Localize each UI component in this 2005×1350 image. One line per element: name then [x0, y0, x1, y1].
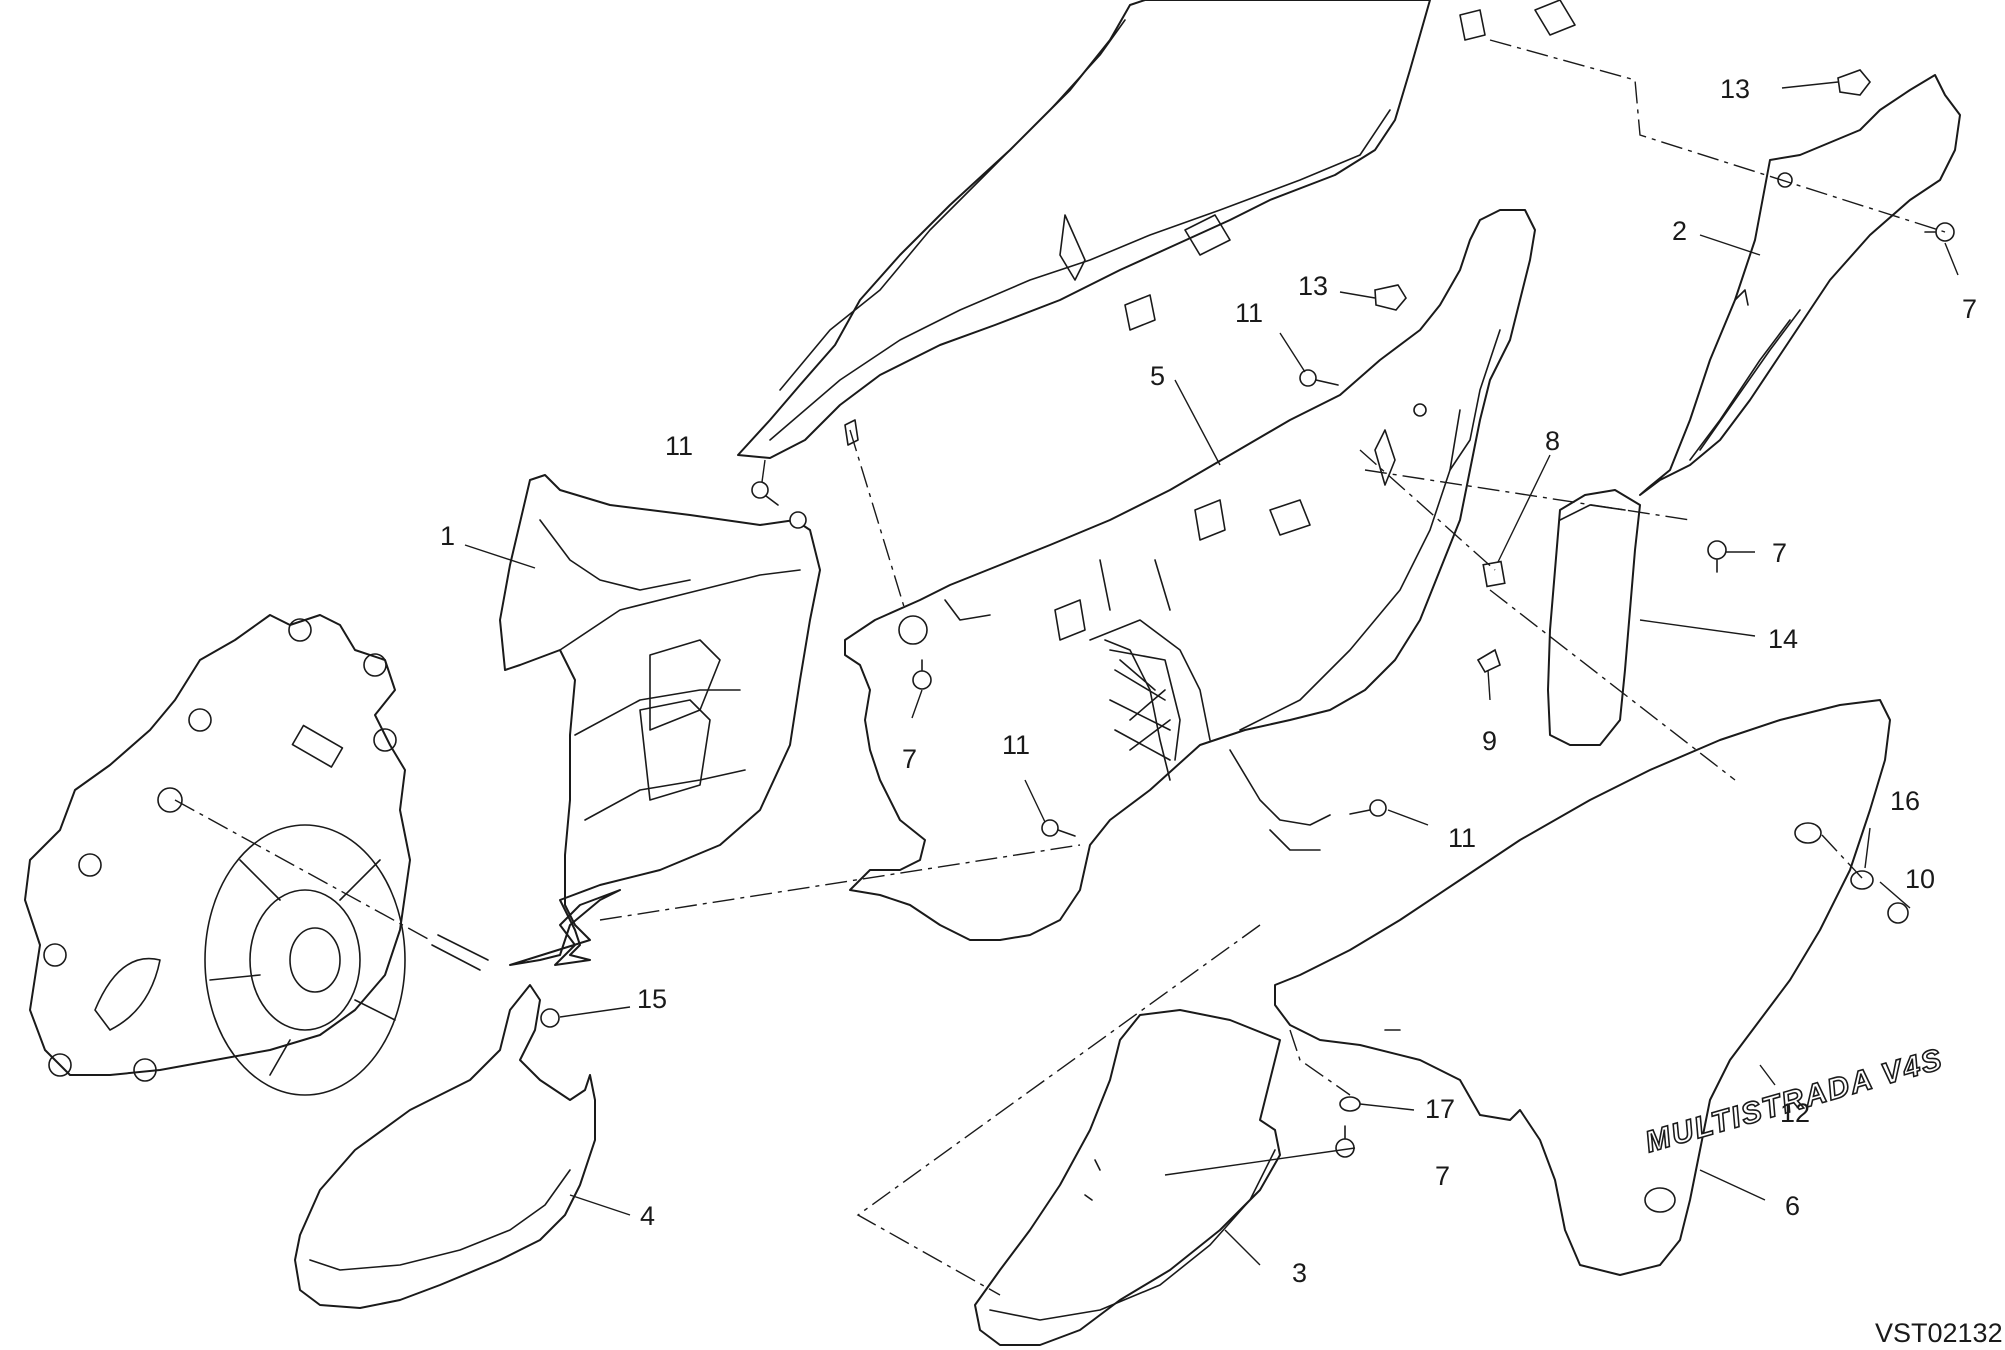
callout-11d: 11 [1448, 823, 1476, 853]
callout-5: 5 [1150, 361, 1165, 391]
callout-11a: 11 [1235, 298, 1263, 328]
leader-lines [464, 81, 1959, 1266]
engine-side-cover [24, 614, 411, 1096]
stud [431, 934, 489, 971]
screw-7-lower [1335, 1125, 1355, 1158]
screw-11-left [751, 481, 779, 506]
screw-11-upper [1299, 369, 1339, 387]
callout-labels: 1 2 3 4 5 6 7 7 7 7 8 9 10 11 11 11 11 1… [440, 74, 1977, 1288]
assembly-axes [174, 39, 1946, 1296]
callout-4: 4 [640, 1201, 655, 1231]
part-5-central-fairing [844, 209, 1536, 941]
upper-fairing-frame [737, 0, 1576, 459]
washer-16 [1850, 870, 1874, 890]
part-3-deflector [974, 1009, 1281, 1346]
part-2-side-panel [1639, 74, 1961, 496]
callout-8: 8 [1545, 426, 1560, 456]
screw-7-right-mid [1707, 540, 1727, 573]
callout-3: 3 [1292, 1258, 1307, 1288]
part-1-inner-panel [499, 474, 821, 966]
screw-11-lower-left [1041, 819, 1076, 837]
callout-10: 10 [1905, 864, 1935, 894]
drawing-reference-code: VST02132 [1875, 1318, 2003, 1348]
callout-9: 9 [1482, 726, 1497, 756]
callout-13a: 13 [1720, 74, 1750, 104]
clip-13-mid [1374, 284, 1407, 311]
callout-11c: 11 [1002, 730, 1030, 760]
callout-12: 12 [1780, 1098, 1810, 1128]
callout-14: 14 [1768, 624, 1798, 654]
callout-7a: 7 [1962, 294, 1977, 324]
clip-9 [1476, 648, 1501, 674]
clip-13-upper [1837, 69, 1872, 96]
screw-11-lower-right [1349, 799, 1387, 817]
nut-15 [540, 1008, 560, 1028]
callout-1: 1 [440, 521, 455, 551]
callout-6: 6 [1785, 1191, 1800, 1221]
fasteners [431, 69, 1955, 1158]
washer-17 [1339, 1096, 1361, 1112]
part-12-side-panel: MULTISTRADA V4S [1274, 699, 1948, 1276]
callout-2: 2 [1672, 216, 1687, 246]
callout-11b: 11 [665, 431, 693, 461]
screw-7-center [912, 659, 932, 690]
callout-7b: 7 [1772, 538, 1787, 568]
part-4-deflector [294, 984, 596, 1309]
callout-7d: 7 [1435, 1161, 1450, 1191]
part-14-duct [1547, 489, 1641, 746]
callout-13b: 13 [1298, 271, 1328, 301]
callout-15: 15 [637, 984, 667, 1014]
callout-7c: 7 [902, 744, 917, 774]
callout-17: 17 [1425, 1094, 1455, 1124]
screw-7-right-top [1924, 222, 1955, 242]
clip-8 [1482, 560, 1506, 588]
callout-16: 16 [1890, 786, 1920, 816]
screw-10 [1887, 902, 1909, 924]
